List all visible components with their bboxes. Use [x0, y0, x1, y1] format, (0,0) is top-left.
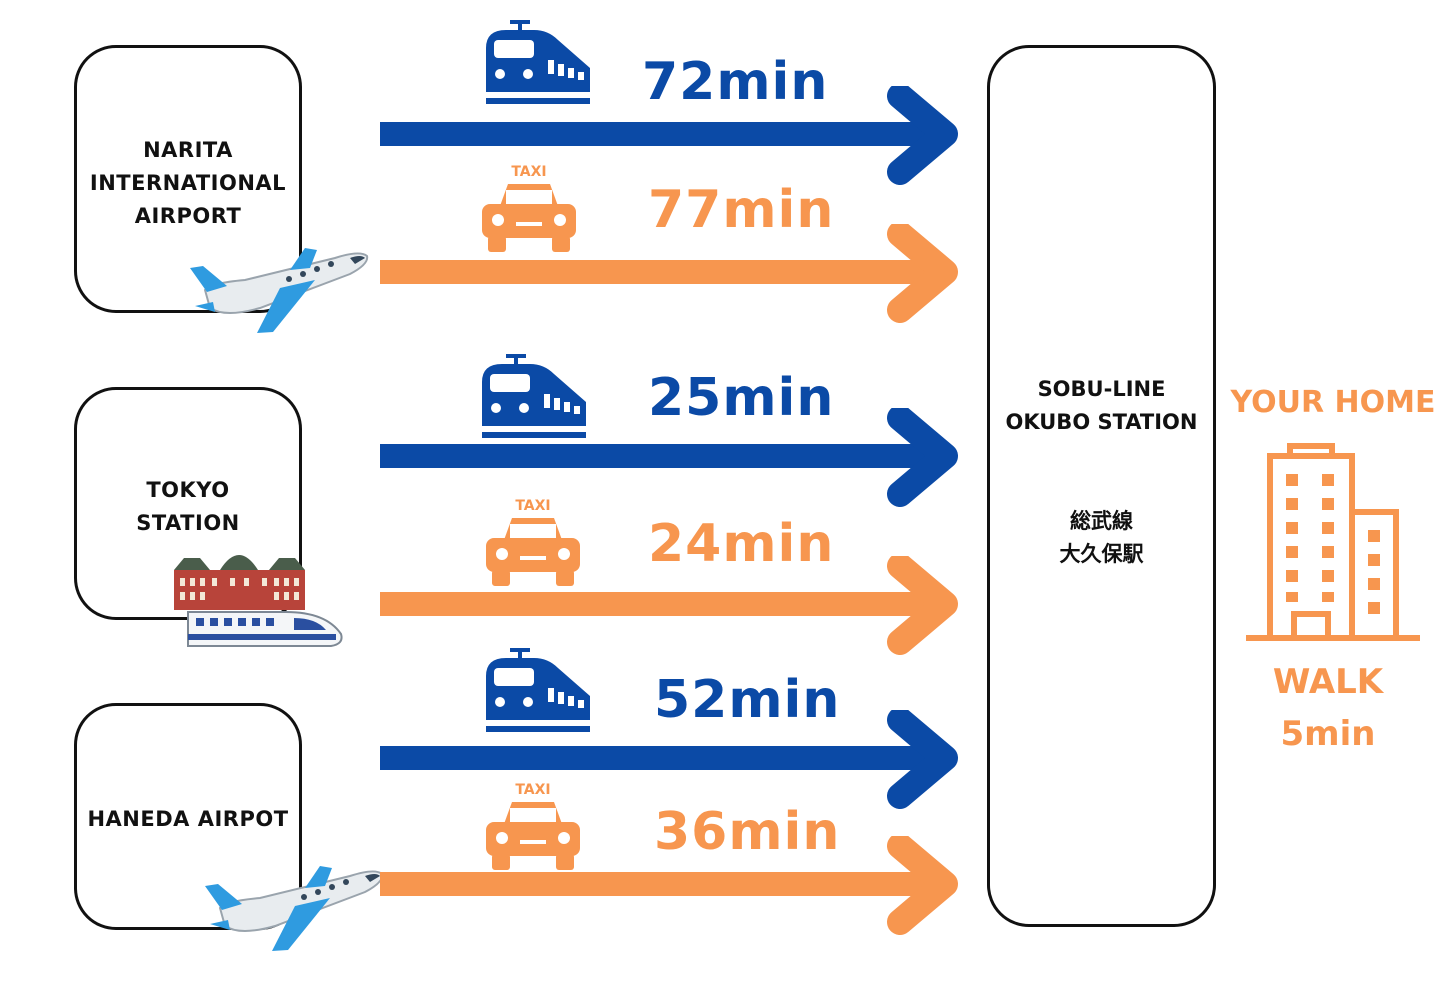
- train-icon: [486, 648, 590, 732]
- taxi-icon: TAXI: [486, 498, 580, 586]
- route-time-tokyo-train: 25min: [648, 368, 835, 428]
- home-title: YOUR HOME: [1230, 385, 1436, 420]
- walk-label: WALK: [1272, 662, 1384, 702]
- origin-label-narita: NARITA INTERNATIONAL AIRPORT: [89, 138, 287, 228]
- route-time-tokyo-taxi: 24min: [648, 514, 835, 574]
- origin-box-narita: NARITA INTERNATIONAL AIRPORT: [74, 45, 302, 313]
- airplane-icon: [205, 866, 384, 951]
- route-time-haneda-train: 52min: [654, 670, 841, 730]
- taxi-icon: TAXI: [486, 782, 580, 870]
- train-icon: [486, 20, 590, 104]
- walk-time: 5min: [1280, 714, 1376, 754]
- route-arrow-haneda-train: [380, 710, 958, 809]
- route-arrow-narita-taxi: [380, 224, 958, 323]
- destination-name-en: SOBU-LINE OKUBO STATION: [1005, 377, 1198, 434]
- route-time-haneda-taxi: 36min: [654, 802, 841, 862]
- route-arrow-tokyo-train: [380, 408, 958, 507]
- bullet-train-icon: [187, 611, 343, 647]
- route-time-narita-train: 72min: [642, 52, 829, 112]
- train-icon: [482, 354, 586, 438]
- taxi-sign: TAXI: [515, 782, 550, 798]
- route-arrow-tokyo-taxi: [380, 556, 958, 655]
- origin-box-haneda: HANEDA AIRPOT: [74, 703, 302, 930]
- route-arrow-narita-train: [380, 86, 958, 185]
- apartment-building-icon: [1246, 443, 1420, 641]
- destination-box: SOBU-LINE OKUBO STATION 総武線 大久保駅: [987, 45, 1216, 927]
- taxi-sign: TAXI: [515, 498, 550, 514]
- origin-label-tokyo: TOKYO STATION: [136, 478, 240, 535]
- tokyo-station-building-icon: [174, 555, 305, 610]
- route-arrow-haneda-taxi: [380, 836, 958, 935]
- taxi-icon: TAXI: [482, 164, 576, 252]
- route-time-narita-taxi: 77min: [648, 180, 835, 240]
- airplane-icon: [190, 248, 369, 333]
- origin-label-haneda: HANEDA AIRPOT: [87, 807, 289, 831]
- destination-name-ja: 総武線 大久保駅: [1059, 509, 1144, 566]
- taxi-sign: TAXI: [511, 164, 546, 180]
